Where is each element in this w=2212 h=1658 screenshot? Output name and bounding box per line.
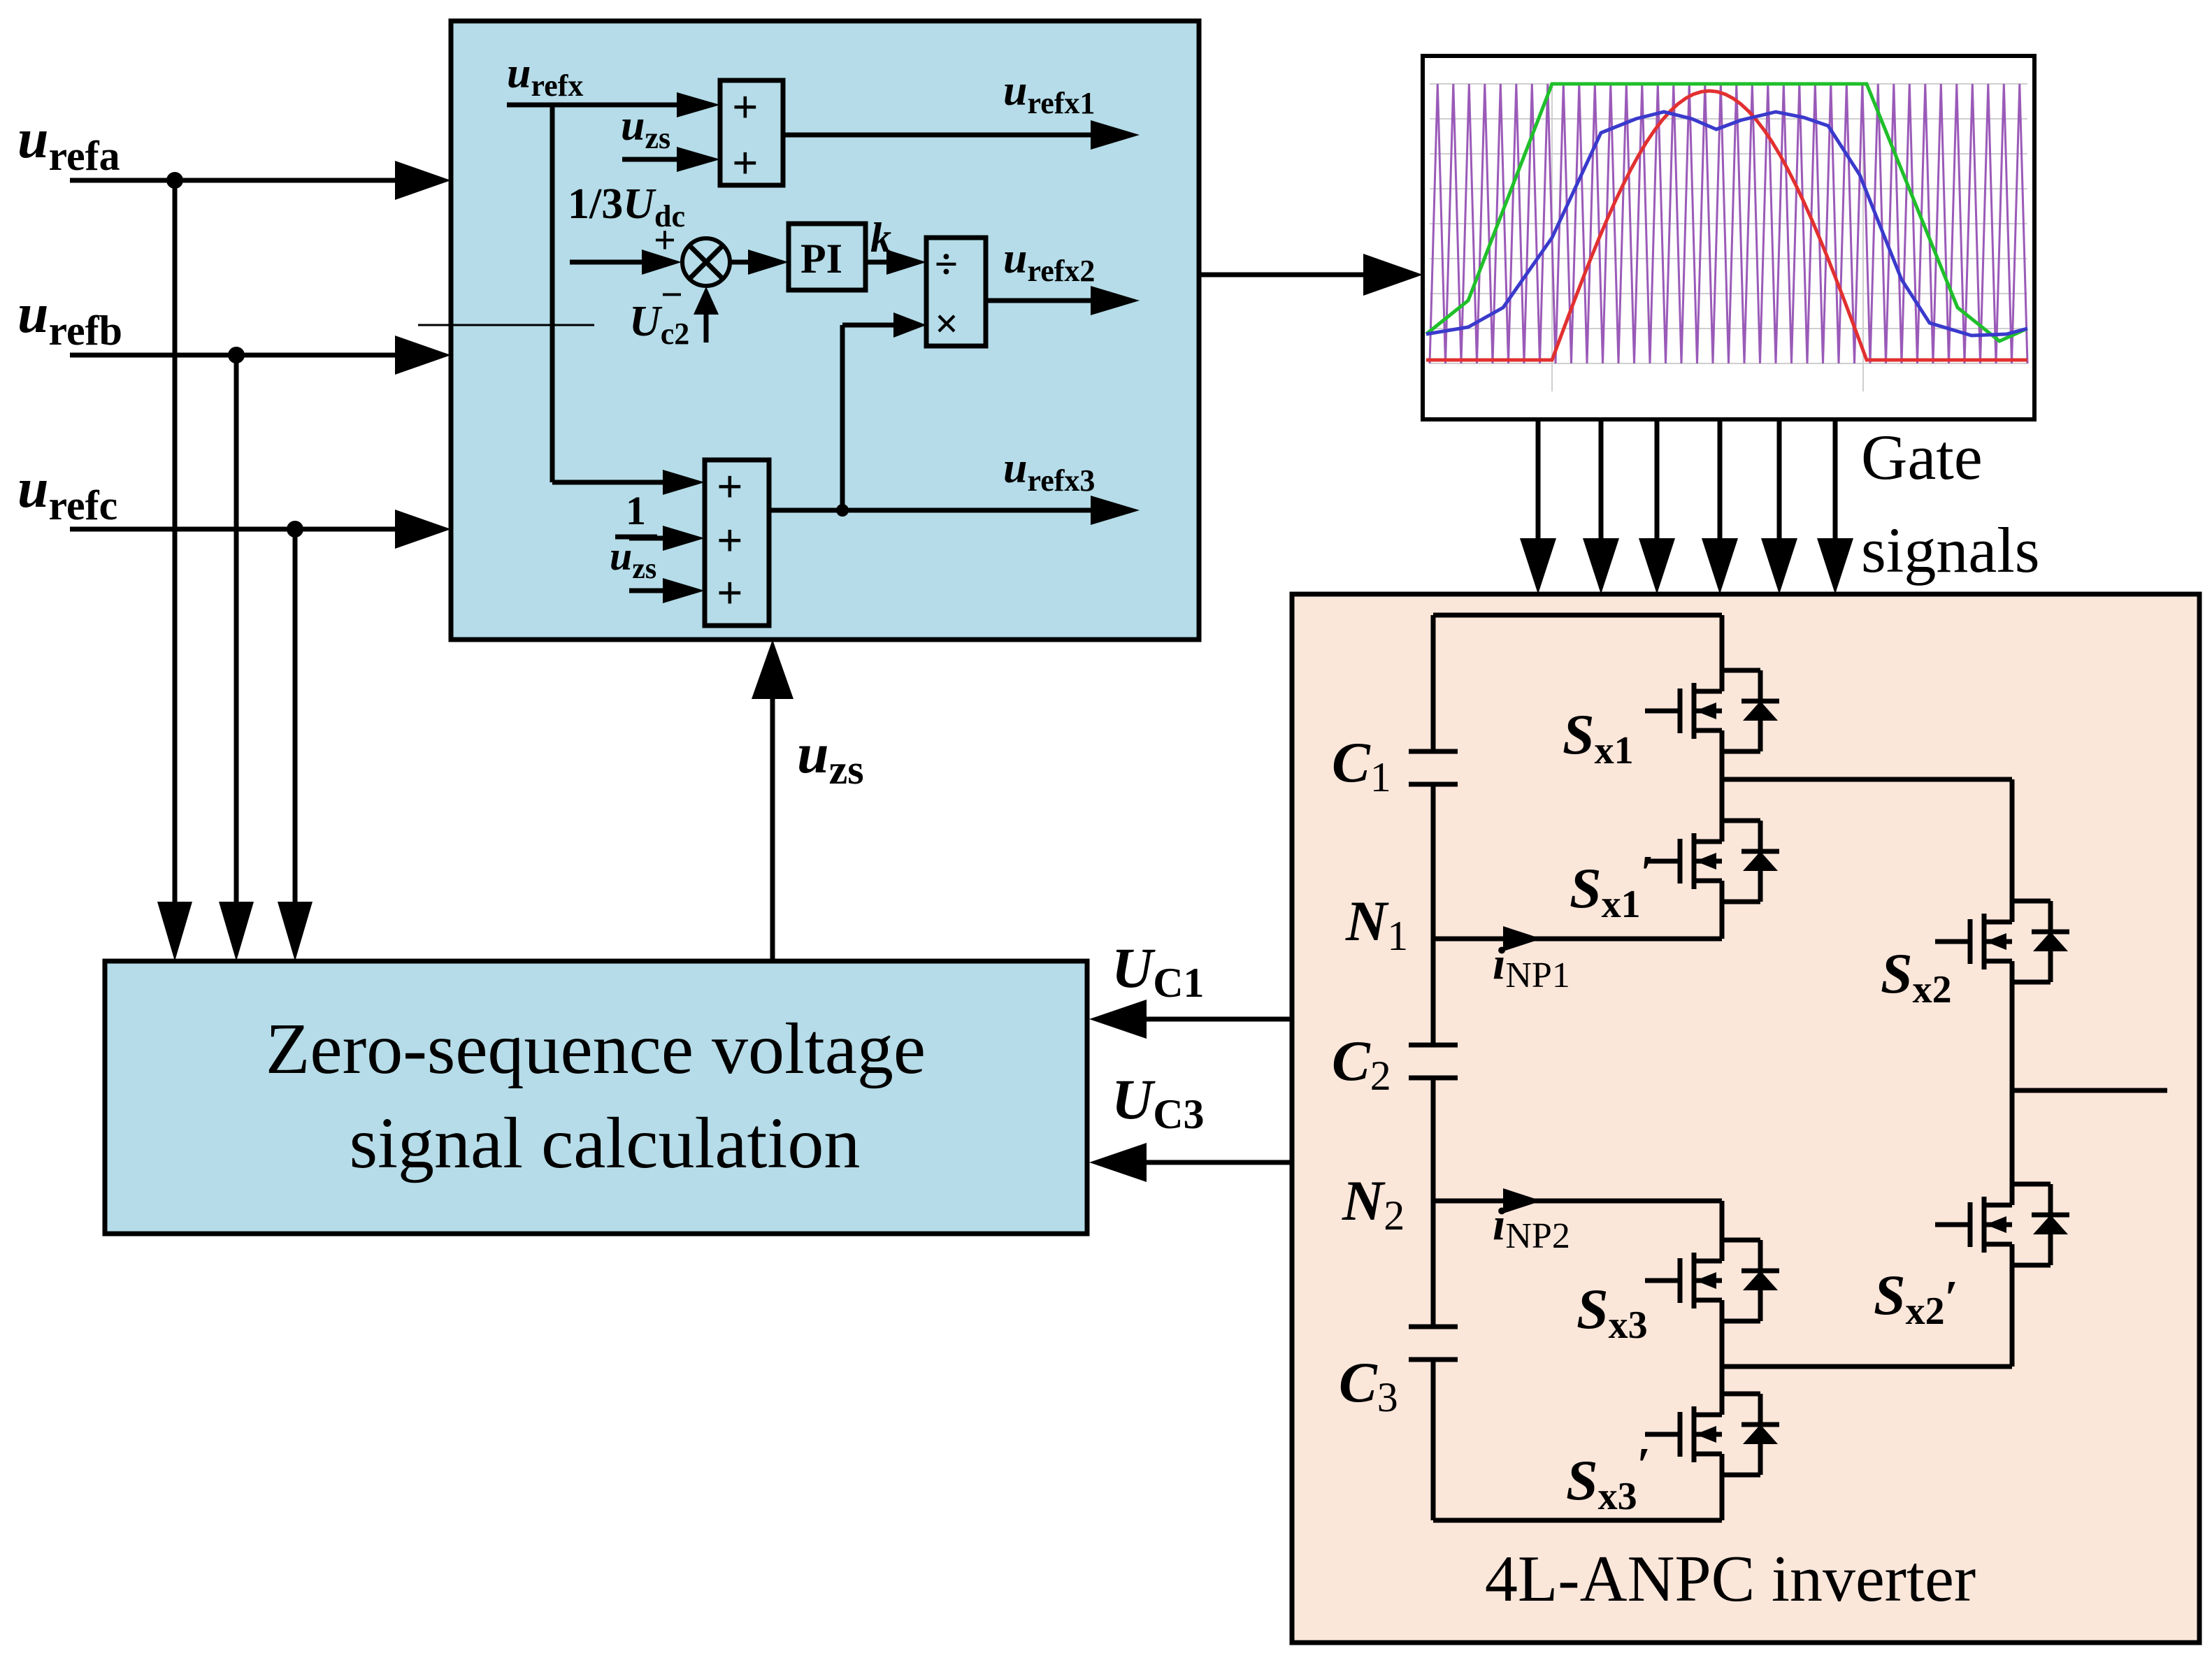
pwm-waveform <box>1421 54 2037 421</box>
sx3p-label: Sx3′ <box>1566 1439 1651 1518</box>
u-zs-label-3: uzs <box>610 533 656 585</box>
adder-1-plus-bottom: + <box>732 138 759 189</box>
sx2p-label: Sx2′ <box>1874 1263 1958 1333</box>
zero-seq-line1: Zero-sequence voltage <box>266 1009 926 1089</box>
u-refx2-label: urefx2 <box>1003 235 1095 288</box>
sum-minus-sign: − <box>661 273 683 317</box>
sx1p-label: Sx1′ <box>1570 846 1654 926</box>
adder-3-plus-2: + <box>717 515 743 566</box>
sx2-label: Sx2 <box>1881 942 1952 1011</box>
u-zs-label-up: uzs <box>797 721 864 793</box>
u-c2-label: Uc2 <box>629 298 689 351</box>
u-c3-label: UC3 <box>1112 1067 1205 1137</box>
c2-label: C2 <box>1332 1029 1391 1099</box>
adder-3-plus-3: + <box>717 568 743 619</box>
gate-label: Gate <box>1861 421 1983 493</box>
reference-inputs: urefa urefb urefc <box>17 108 451 961</box>
c3-label: C3 <box>1339 1350 1398 1420</box>
adder-3-plus-1: + <box>717 461 743 512</box>
signals-label: signals <box>1861 514 2040 586</box>
control-block: urefx + + uzs urefx1 1/3Udc + − <box>418 18 1202 642</box>
u-refc-label: urefc <box>17 458 117 528</box>
u-refa-label: urefa <box>17 108 120 179</box>
pi-controller <box>786 221 868 293</box>
adder-3 <box>702 457 772 628</box>
capacitor-voltage-feedback: UC1 UC3 <box>1089 936 1290 1182</box>
u-refx3-label: urefx3 <box>1003 445 1095 498</box>
zero-sequence-block: Zero-sequence voltage signal calculation <box>102 958 1090 1237</box>
sum-plus-sign: + <box>654 219 676 262</box>
inp2-label: iNP2 <box>1493 1199 1570 1256</box>
sx1-label: Sx1 <box>1563 702 1634 772</box>
adder-1-plus-top: + <box>732 82 759 133</box>
inverter-title: 4L-ANPC inverter <box>1485 1543 1976 1615</box>
c1-label: C1 <box>1332 730 1391 800</box>
div-mul-block <box>924 235 989 349</box>
u-refx1-label: urefx1 <box>1003 67 1095 120</box>
summing-junction <box>680 236 732 288</box>
n2-label: N2 <box>1342 1169 1405 1239</box>
pi-label: PI <box>800 236 842 282</box>
u-zs-feedback: uzs <box>752 640 864 961</box>
inp1-label: iNP1 <box>1493 938 1570 995</box>
gate-signal-arrows <box>1520 419 1853 594</box>
divide-sign: ÷ <box>935 241 958 287</box>
n1-label: N1 <box>1345 889 1408 959</box>
u-refx-label: urefx <box>507 50 583 103</box>
u-refb-label: urefb <box>17 283 122 354</box>
zero-seq-line2: signal calculation <box>350 1103 861 1183</box>
inverter-block: C1 C2 C3 N1 N2 iNP1 iNP2 Sx1 Sx1′ Sx2 Sx… <box>1289 591 2202 1645</box>
u-zs-label-1: uzs <box>621 102 670 155</box>
half-numerator: 1 <box>626 488 646 533</box>
u-c1-label: UC1 <box>1112 936 1205 1006</box>
sx3-label: Sx3 <box>1577 1277 1648 1347</box>
one-third-udc-label: 1/3Udc <box>568 180 685 233</box>
multiply-sign: × <box>935 301 958 347</box>
